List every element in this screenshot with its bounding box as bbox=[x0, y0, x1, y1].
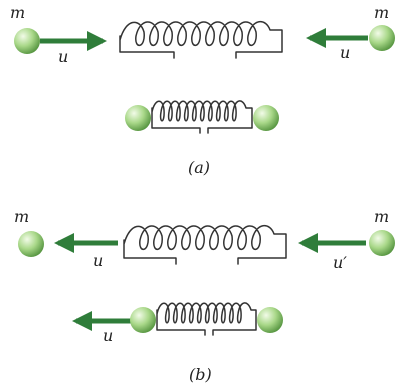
lower-velocity-label: u bbox=[103, 326, 113, 345]
panel-b-caption: (b) bbox=[189, 365, 212, 384]
right-mass-label: m bbox=[374, 3, 389, 22]
left-ball bbox=[14, 28, 40, 54]
left-velocity-label-b: u bbox=[93, 251, 103, 270]
right-ball-b bbox=[369, 230, 395, 256]
left-mass-label: m bbox=[10, 3, 25, 22]
relaxed-spring-b bbox=[123, 225, 287, 265]
right-ball bbox=[369, 25, 395, 51]
panel-b: m u m u′ u (b) bbox=[14, 207, 395, 384]
compressed-spring-b bbox=[156, 302, 257, 336]
compressed-spring bbox=[151, 100, 253, 134]
left-velocity-label: u bbox=[58, 47, 68, 66]
compressed-left-ball bbox=[125, 105, 151, 131]
compressed-right-ball bbox=[253, 105, 279, 131]
right-velocity-label: u bbox=[340, 43, 350, 62]
panel-a-caption: (a) bbox=[188, 158, 210, 177]
left-ball-b bbox=[18, 231, 44, 257]
right-velocity-label-b: u′ bbox=[333, 253, 347, 272]
lower-left-ball bbox=[130, 307, 156, 333]
lower-right-ball bbox=[257, 307, 283, 333]
right-mass-label-b: m bbox=[374, 207, 389, 226]
relaxed-spring bbox=[119, 21, 283, 59]
panel-a: m u m u (a) bbox=[10, 3, 395, 177]
left-mass-label-b: m bbox=[14, 207, 29, 226]
